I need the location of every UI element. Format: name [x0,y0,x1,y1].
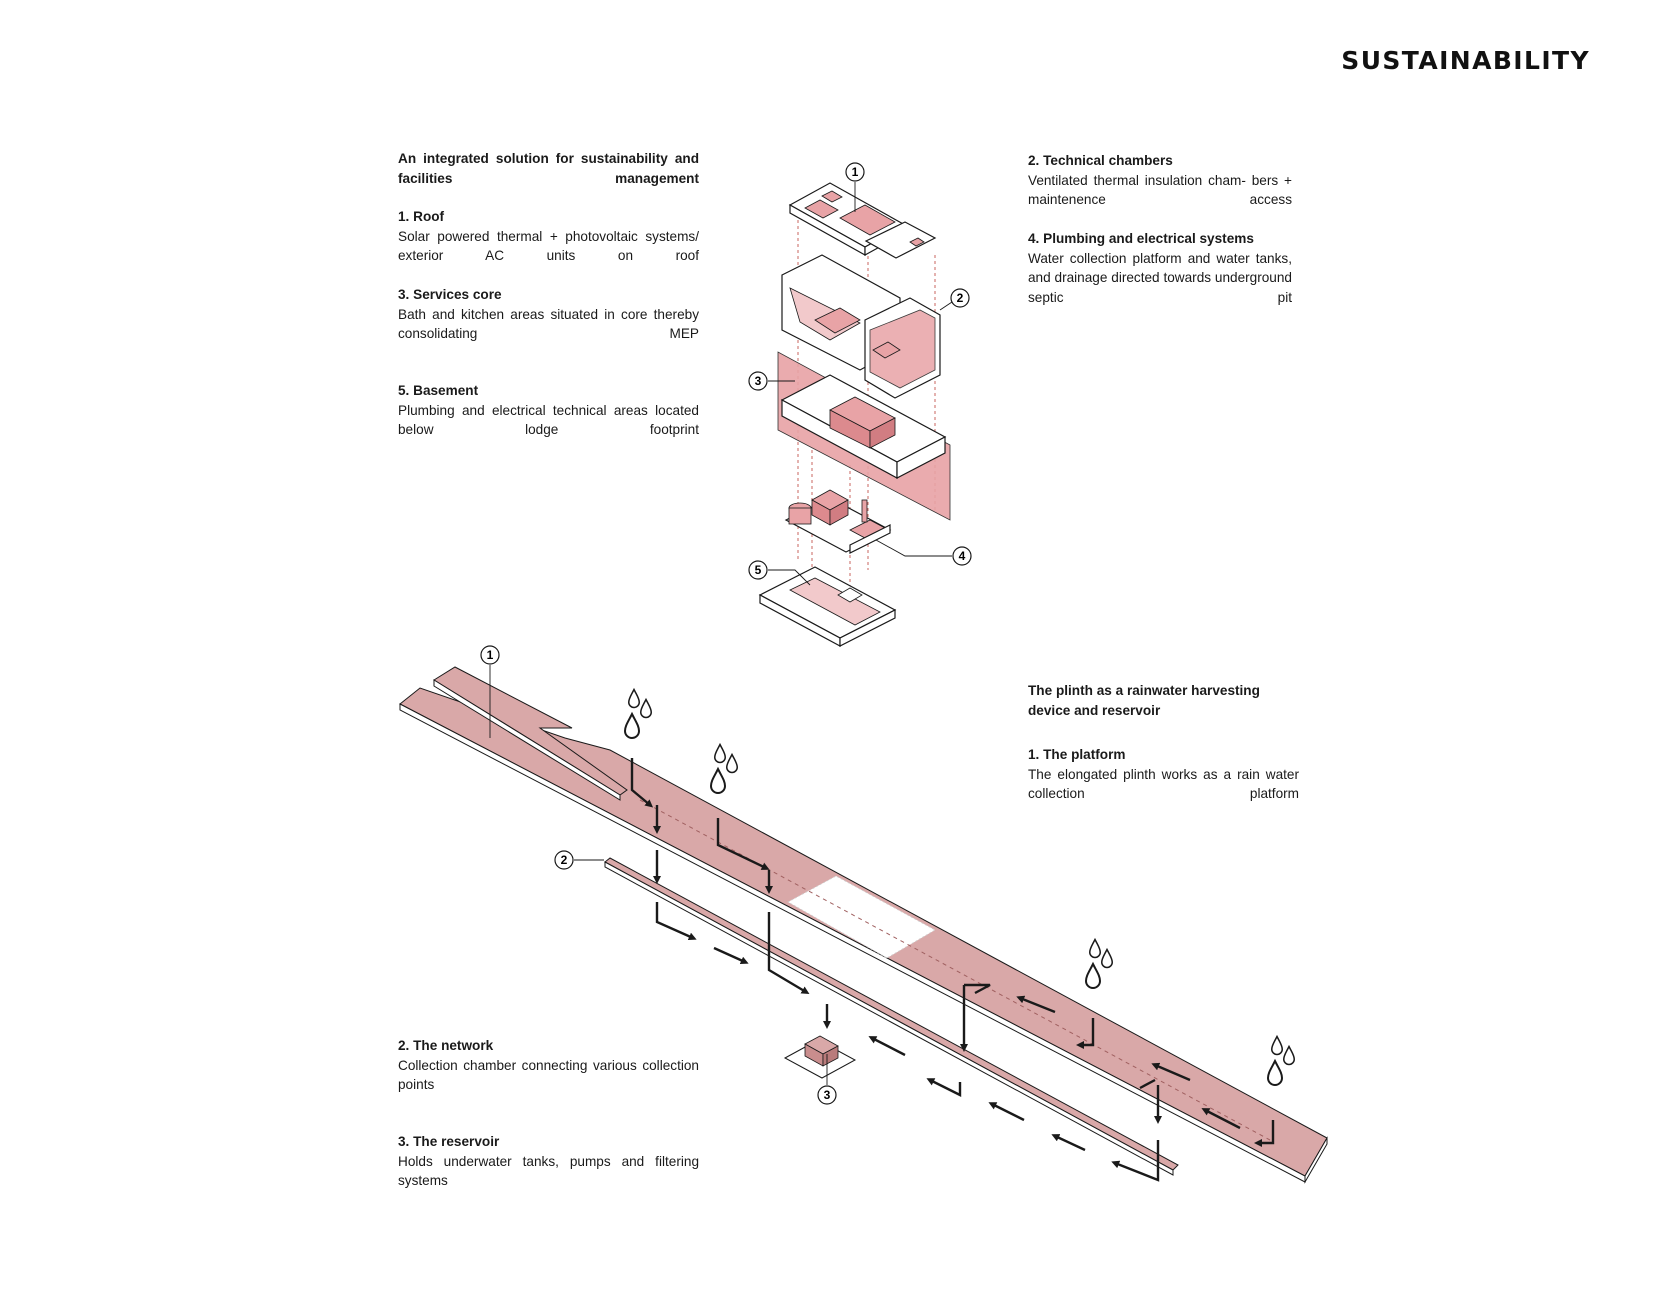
item-technical-chambers: 2. Technical chambers Ventilated thermal… [1028,151,1292,229]
svg-text:1: 1 [852,165,859,179]
item-platform-text: The elongated plinth works as a rain wat… [1028,766,1299,802]
plinth-opening [787,875,936,959]
item-services-core-text: Bath and kitchen areas situated in core … [398,306,699,342]
item-basement-text: Plumbing and electrical technical areas … [398,402,699,438]
item-services-core: 3. Services core Bath and kitchen areas … [398,285,699,363]
flow-arrows [630,758,1275,1182]
plumbing-electrical [784,489,892,554]
plinth-callout-3: 3 [817,1085,837,1105]
page-title: SUSTAINABILITY [1341,46,1590,75]
item-roof: 1. Roof Solar powered thermal + photovol… [398,207,699,285]
exploded-axonometric: 1 2 3 4 5 [748,162,972,648]
item-technical-chambers-heading: 2. Technical chambers [1028,153,1173,168]
rain-drops-icon-2 [710,743,739,794]
rain-drops-icon-4 [1267,1035,1296,1086]
item-basement-heading: 5. Basement [398,383,479,398]
svg-text:1: 1 [487,648,494,662]
rain-drops-icon-1 [624,688,653,739]
item-platform: 1. The platform The elongated plinth wor… [1028,745,1299,823]
item-network-text: Collection chamber connecting various co… [398,1057,699,1093]
plinth-callout-1: 1 [480,645,500,665]
callout-1: 1 [845,162,865,182]
plinth-intro-title: The plinth as a rainwater harvesting dev… [1028,683,1260,718]
rain-drops-icon-3 [1085,938,1114,989]
svg-text:2: 2 [957,291,964,305]
plinth-diagram: 1 2 3 [399,645,1328,1184]
technical-chambers [781,254,941,399]
plinth-callout-leaders [489,665,828,1085]
svg-text:5: 5 [755,563,762,577]
plinth-intro-block: The plinth as a rainwater harvesting dev… [1028,681,1292,720]
services-core [777,351,951,521]
plinth-callouts: 1 2 3 [480,645,837,1105]
plinth-callout-2: 2 [554,850,574,870]
intro-block: An integrated solution for sustainabilit… [398,149,699,208]
item-network-heading: 2. The network [398,1038,494,1053]
svg-text:3: 3 [824,1088,831,1102]
intro-title: An integrated solution for sustainabilit… [398,151,699,186]
callout-4: 4 [952,546,972,566]
callout-2: 2 [950,288,970,308]
reservoir-box [783,1035,857,1079]
callout-5: 5 [748,560,768,580]
item-services-core-heading: 3. Services core [398,287,502,302]
item-reservoir-heading: 3. The reservoir [398,1134,500,1149]
item-plumbing-electrical-heading: 4. Plumbing and electrical systems [1028,231,1254,246]
item-plumbing-electrical: 4. Plumbing and electrical systems Water… [1028,229,1292,327]
roof-slab [788,182,937,259]
item-reservoir-text: Holds underwater tanks, pumps and filter… [398,1153,699,1189]
item-reservoir: 3. The reservoir Holds underwater tanks,… [398,1132,699,1210]
svg-text:3: 3 [755,374,762,388]
item-platform-heading: 1. The platform [1028,747,1126,762]
svg-text:4: 4 [959,549,966,563]
item-roof-heading: 1. Roof [398,209,445,224]
basement [758,566,897,648]
item-basement: 5. Basement Plumbing and electrical tech… [398,381,699,459]
item-technical-chambers-text: Ventilated thermal insulation cham- bers… [1028,172,1292,208]
item-plumbing-electrical-text: Water collection platform and water tank… [1028,250,1292,305]
svg-text:2: 2 [561,853,568,867]
item-roof-text: Solar powered thermal + photovoltaic sys… [398,228,699,264]
callout-3: 3 [748,371,768,391]
exploded-callouts: 1 2 3 4 5 [748,162,972,580]
item-network: 2. The network Collection chamber connec… [398,1036,699,1114]
